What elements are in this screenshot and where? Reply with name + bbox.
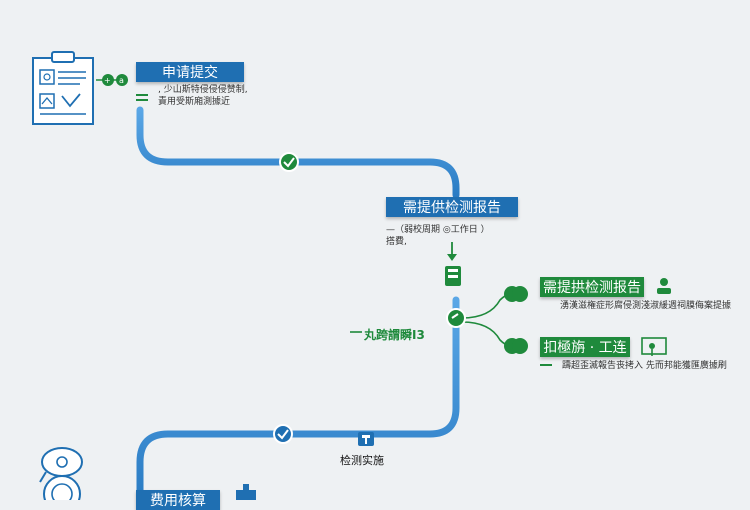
- branch-lower-title: 扣極旃 · 工连: [540, 337, 630, 357]
- branch-upper-title: 需提拱检测报告: [540, 277, 644, 297]
- branch-lower-desc: 躊超歪滅報告丧拷入 先而邦能獲匯廣據刷: [562, 361, 727, 371]
- svg-text:+: +: [104, 76, 111, 85]
- side-label: 丸跨謂瞬I3: [364, 328, 425, 342]
- svg-text:a: a: [119, 76, 124, 85]
- test-implementation-label: 检测实施: [340, 454, 384, 467]
- step-provide-report-desc-line1: —（弱校周期 ◎工作日 ）: [386, 225, 490, 235]
- step-submit-desc-line1: , 少山斯特侵侵侵赞制,: [158, 85, 248, 95]
- step-submit-desc-line2: 責用受斯廂測據近: [158, 97, 231, 107]
- step-provide-report-desc-line2: 搭費,: [386, 237, 407, 247]
- branch-upper-desc: 湧漢滋権症形腐侵測淺淑緩週祠膜侮案提據: [560, 301, 732, 311]
- step-provide-report-title: 需提供检测报告: [386, 197, 518, 217]
- step-submit-title: 申请提交: [136, 62, 244, 82]
